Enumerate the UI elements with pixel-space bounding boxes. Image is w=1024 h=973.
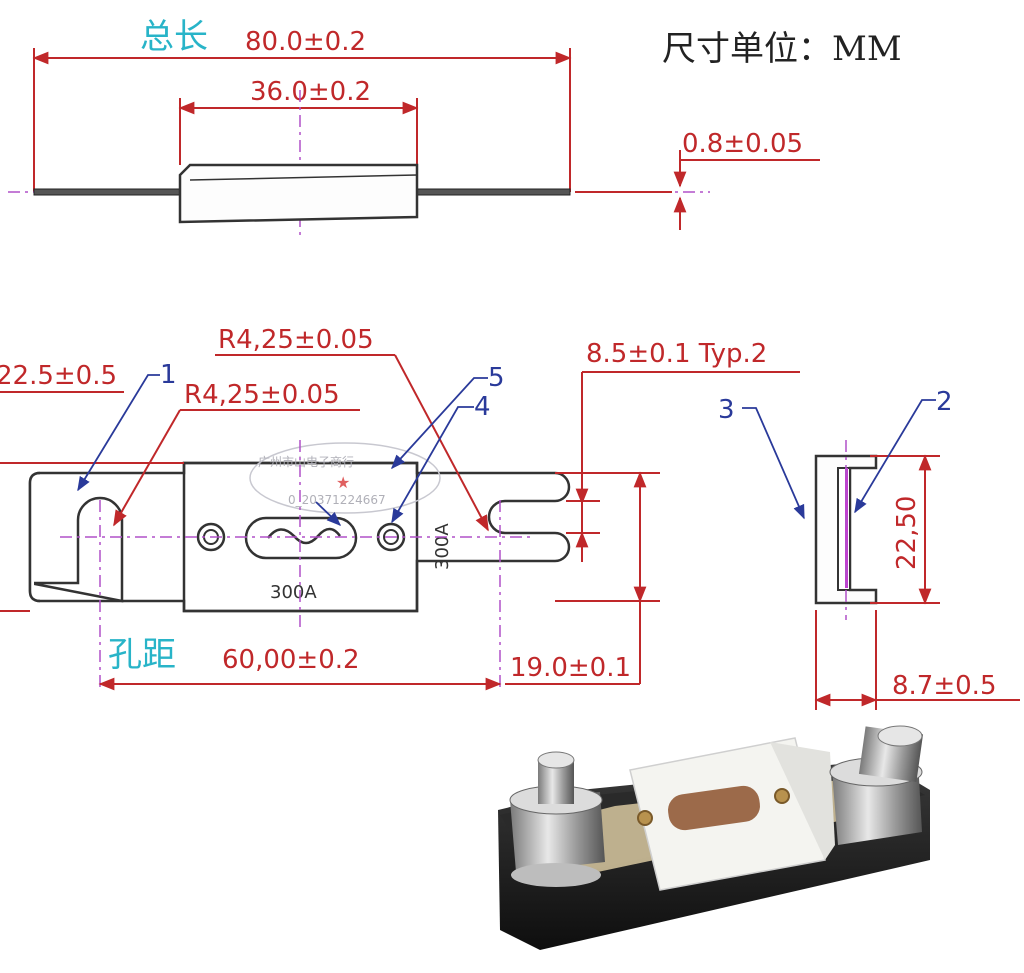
total-length-label: 总长 [140, 17, 208, 57]
callout-2: 2 [936, 387, 953, 417]
body-length-dim: 36.0±0.2 [250, 77, 371, 107]
radius-leader [394, 354, 489, 532]
callout-leader-element [315, 501, 342, 526]
watermark-text: 0_20371224667 [288, 493, 386, 507]
front-view: 300A 300A 广州市山电子商行 0_20371224667 ★ 22.5±… [0, 325, 800, 691]
side-depth-dim: 8.7±0.5 [892, 671, 996, 701]
callout-4: 4 [474, 392, 491, 422]
fuse-window-photo [668, 785, 760, 831]
callout-leader-4 [391, 406, 474, 524]
watermark-star-icon: ★ [336, 473, 350, 492]
callout-leader-3 [742, 407, 805, 520]
callout-leader-5 [391, 377, 488, 470]
fuse-holder-photo [498, 725, 930, 950]
overall-length-dim: 80.0±0.2 [245, 27, 366, 57]
rating-label-front: 300A [270, 582, 317, 603]
dimension-unit-note: 尺寸单位：MM [662, 29, 902, 69]
callout-leader-1 [77, 374, 160, 492]
left-partial-dim: 22.5±0.5 [0, 361, 117, 391]
blade-section [845, 468, 848, 588]
callout-1: 1 [160, 360, 177, 390]
side-height-dim: 22,50 [892, 496, 922, 570]
side-view: 22,50 8.7±0.5 3 2 [718, 387, 1020, 710]
blade-thickness-dim: 0.8±0.05 [682, 129, 803, 159]
radius-leader [113, 409, 181, 527]
fuse-window [244, 516, 358, 560]
callout-leader-2 [854, 399, 936, 514]
callout-5: 5 [488, 363, 505, 393]
fuse-element [267, 527, 342, 545]
end-width-dim: 19.0±0.1 [510, 653, 631, 683]
hole-pitch-dim: 60,00±0.2 [222, 645, 360, 675]
callout-3: 3 [718, 395, 735, 425]
fuse-body-side [178, 163, 419, 224]
slot-width-dim: 8.5±0.1 Typ.2 [586, 339, 767, 369]
rating-label-side: 300A [432, 523, 453, 570]
hole-spacing-label: 孔距 [108, 635, 176, 675]
mount-hole-left [196, 522, 226, 552]
top-view: 总长 尺寸单位：MM 80.0±0.2 36.0±0.2 0.8±0.05 [8, 17, 902, 240]
radius-outer-dim: R4,25±0.05 [218, 325, 374, 355]
watermark-text: 广州市山电子商行 [258, 454, 354, 469]
radius-inner-dim: R4,25±0.05 [184, 380, 340, 410]
watermark-seal [249, 442, 441, 514]
